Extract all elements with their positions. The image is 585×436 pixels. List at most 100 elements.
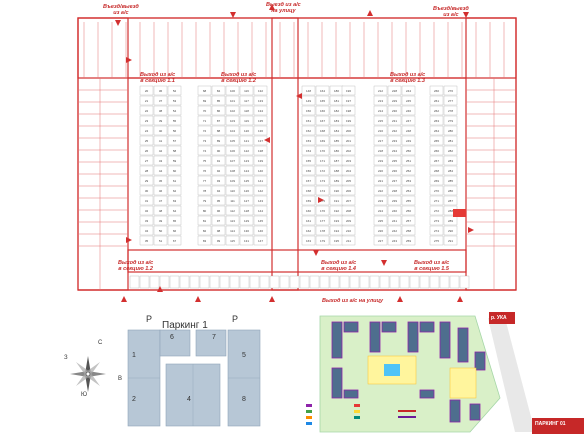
- svg-text:185: 185: [334, 139, 339, 143]
- svg-text:233: 233: [392, 139, 397, 143]
- exit-arrows: [115, 4, 474, 302]
- svg-text:36: 36: [159, 89, 163, 93]
- svg-text:241: 241: [392, 219, 397, 223]
- svg-text:119: 119: [244, 119, 249, 123]
- svg-text:123: 123: [244, 159, 249, 163]
- svg-text:143: 143: [258, 199, 263, 203]
- svg-text:95: 95: [217, 199, 221, 203]
- svg-text:134: 134: [258, 109, 263, 113]
- svg-text:28: 28: [145, 169, 149, 173]
- svg-text:50: 50: [159, 229, 163, 233]
- svg-text:287: 287: [448, 199, 453, 203]
- svg-text:61: 61: [173, 179, 177, 183]
- svg-text:234: 234: [392, 149, 397, 153]
- svg-text:200: 200: [346, 129, 351, 133]
- svg-text:199: 199: [346, 119, 351, 123]
- svg-text:59: 59: [173, 159, 177, 163]
- svg-text:278: 278: [448, 109, 453, 113]
- svg-text:282: 282: [448, 149, 453, 153]
- svg-text:39: 39: [159, 119, 163, 123]
- svg-text:248: 248: [406, 129, 411, 133]
- svg-text:100: 100: [230, 89, 235, 93]
- svg-text:33: 33: [145, 219, 149, 223]
- svg-text:52: 52: [173, 89, 177, 93]
- svg-text:166: 166: [320, 109, 325, 113]
- svg-text:58: 58: [173, 149, 177, 153]
- svg-text:97: 97: [217, 219, 221, 223]
- parking-marker-left: P: [146, 314, 153, 324]
- key-plan-legend: [306, 404, 416, 425]
- svg-text:252: 252: [406, 169, 411, 173]
- svg-text:53: 53: [173, 99, 177, 103]
- svg-text:227: 227: [378, 239, 383, 243]
- svg-text:255: 255: [406, 199, 411, 203]
- svg-text:135: 135: [258, 119, 263, 123]
- svg-text:149: 149: [306, 99, 311, 103]
- svg-text:242: 242: [392, 229, 397, 233]
- parking-overview: [70, 329, 261, 427]
- svg-text:80: 80: [203, 209, 207, 213]
- svg-text:208: 208: [346, 209, 351, 213]
- svg-text:84: 84: [217, 89, 221, 93]
- svg-text:98: 98: [217, 229, 221, 233]
- svg-text:186: 186: [334, 149, 339, 153]
- parking-stalls: 2021222324252627282930313233343536373839…: [129, 85, 470, 289]
- svg-text:112: 112: [230, 209, 235, 213]
- highlighted-space[interactable]: [453, 209, 466, 217]
- svg-text:203: 203: [346, 159, 351, 163]
- svg-text:92: 92: [217, 169, 221, 173]
- svg-text:243: 243: [392, 239, 397, 243]
- svg-text:108: 108: [230, 169, 235, 173]
- svg-text:154: 154: [306, 149, 311, 153]
- svg-text:20: 20: [145, 89, 149, 93]
- svg-text:284: 284: [448, 169, 453, 173]
- svg-text:178: 178: [320, 229, 325, 233]
- svg-text:204: 204: [346, 169, 351, 173]
- svg-text:47: 47: [159, 199, 163, 203]
- svg-text:291: 291: [448, 239, 453, 243]
- svg-text:218: 218: [378, 149, 383, 153]
- svg-text:222: 222: [378, 189, 383, 193]
- svg-text:193: 193: [334, 219, 339, 223]
- svg-text:171: 171: [320, 159, 325, 163]
- svg-text:175: 175: [320, 199, 325, 203]
- svg-text:72: 72: [203, 129, 207, 133]
- svg-text:213: 213: [378, 99, 383, 103]
- svg-text:56: 56: [173, 129, 177, 133]
- svg-text:45: 45: [159, 179, 163, 183]
- zone-label-6: 8: [242, 396, 246, 403]
- svg-text:177: 177: [320, 219, 325, 223]
- svg-text:35: 35: [145, 239, 149, 243]
- svg-text:216: 216: [378, 129, 383, 133]
- svg-text:270: 270: [434, 189, 439, 193]
- svg-text:114: 114: [230, 229, 235, 233]
- svg-text:23: 23: [145, 119, 149, 123]
- svg-text:26: 26: [145, 149, 149, 153]
- svg-text:125: 125: [244, 179, 249, 183]
- svg-text:37: 37: [159, 99, 163, 103]
- svg-text:221: 221: [378, 179, 383, 183]
- zone-label-7: 6: [170, 334, 174, 341]
- plan-walls: [77, 17, 517, 291]
- svg-text:128: 128: [244, 209, 249, 213]
- svg-text:40: 40: [159, 129, 163, 133]
- svg-text:48: 48: [159, 209, 163, 213]
- svg-text:279: 279: [448, 119, 453, 123]
- svg-text:70: 70: [203, 109, 207, 113]
- svg-text:38: 38: [159, 109, 163, 113]
- svg-text:132: 132: [258, 89, 263, 93]
- svg-text:191: 191: [334, 199, 339, 203]
- svg-text:31: 31: [145, 199, 149, 203]
- svg-text:253: 253: [406, 179, 411, 183]
- svg-text:162: 162: [306, 229, 311, 233]
- svg-text:261: 261: [434, 99, 439, 103]
- svg-text:235: 235: [392, 159, 397, 163]
- svg-text:256: 256: [406, 209, 411, 213]
- svg-text:163: 163: [306, 239, 311, 243]
- svg-text:43: 43: [159, 159, 163, 163]
- svg-text:225: 225: [378, 219, 383, 223]
- svg-text:51: 51: [159, 239, 163, 243]
- svg-text:42: 42: [159, 149, 163, 153]
